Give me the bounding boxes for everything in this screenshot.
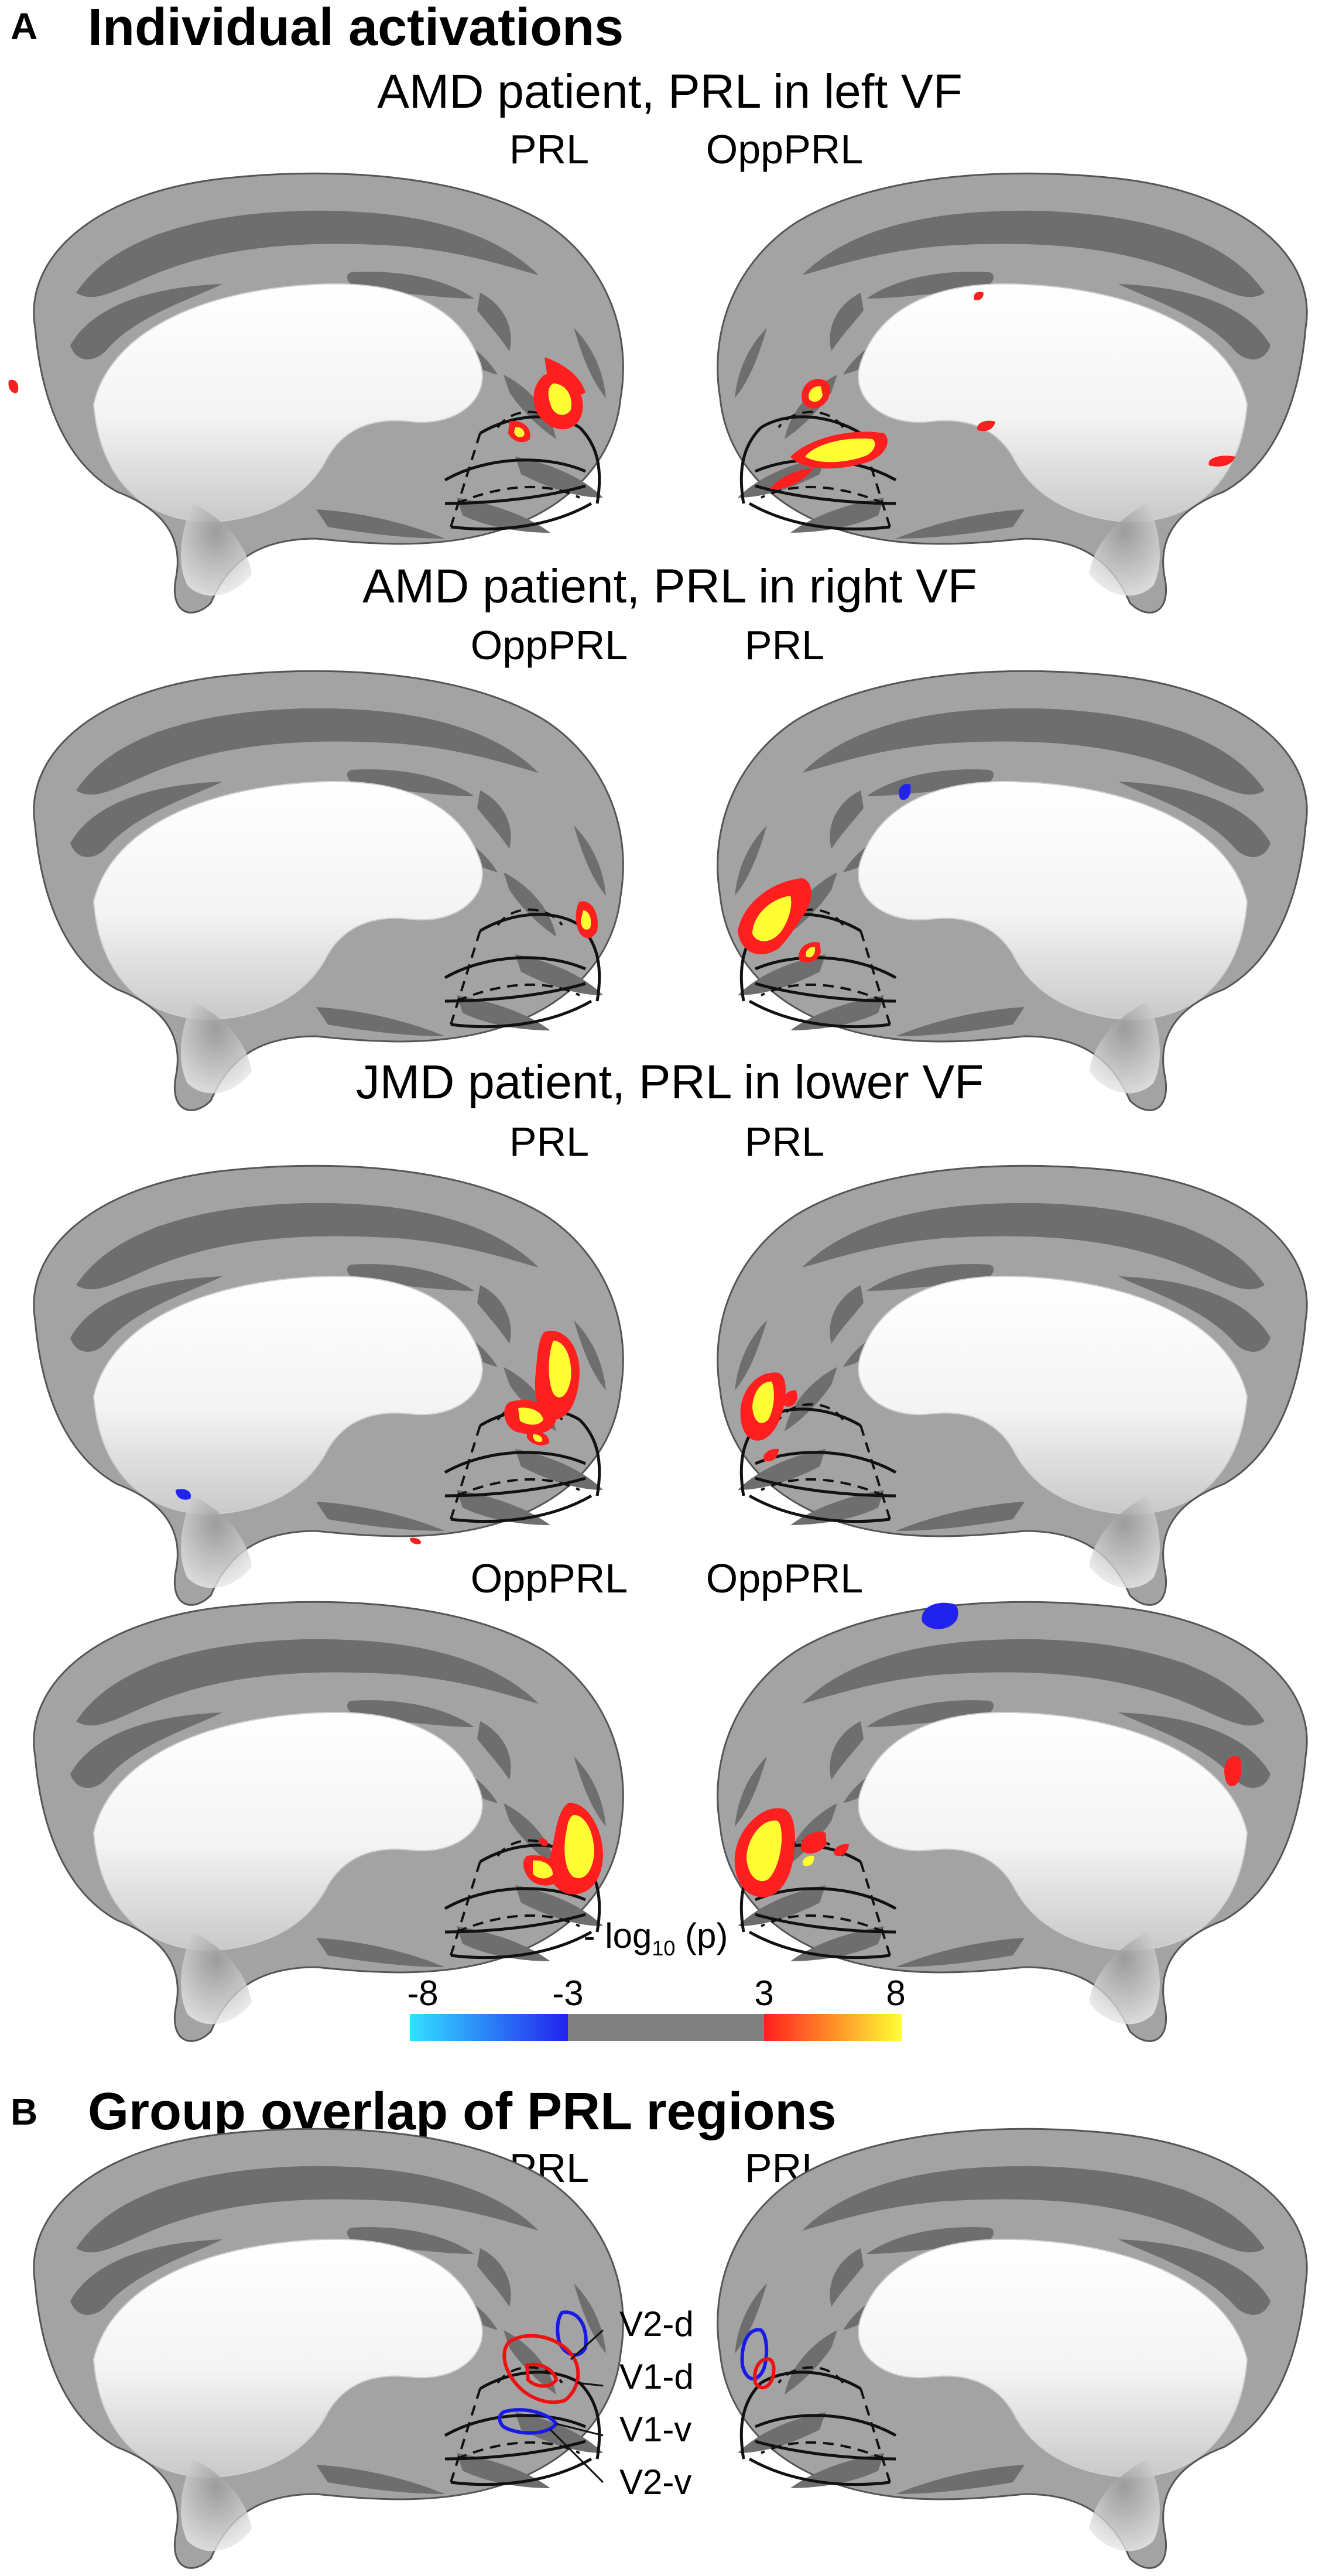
row1-right-brain [717,172,1308,614]
colorbar-neutral-segment [568,2014,764,2041]
panel-a-title: Individual activations [88,0,624,57]
row2-left-brain [33,670,624,1111]
colorbar-tick-neg8: -8 [407,1974,439,2013]
row1-right-activation [770,292,1235,489]
row4-left-brain [33,1601,624,2042]
row4-left-activation [523,1803,603,1895]
panel-b-title: Group overlap of PRL regions [88,2082,837,2141]
row4-right-label: OppPRL [706,1556,864,1601]
colorbar-tick-pos8: 8 [886,1974,906,2013]
panel-b-left-brain [33,2128,624,2569]
row4-left-label: OppPRL [470,1556,628,1601]
roi-label-v1v: V1-v [619,2410,692,2449]
row3-right-activation [740,1372,797,1462]
row4-right-activation [734,1602,1241,1897]
panel-a-letter: A [11,5,38,47]
colorbar-tick-pos3: 3 [754,1974,774,2013]
panel-b-right-brain [717,2128,1308,2569]
row2-right-label: PRL [744,622,825,668]
row3-right-brain [717,1164,1308,1606]
row2-right-brain [717,670,1308,1111]
row2-left-label: OppPRL [470,622,628,668]
row2-left-activation [576,901,598,938]
colorbar [410,2014,902,2041]
row1-title: AMD patient, PRL in left VF [377,65,963,118]
row1-left-brain [8,172,624,614]
panel-b-right-overlap [740,2328,776,2390]
colorbar-negative-segment [410,2014,568,2041]
panel-b-letter: B [11,2091,38,2133]
row1-left-label: PRL [509,126,590,172]
colorbar-positive-segment [764,2014,902,2041]
row3-left-label: PRL [509,1119,590,1164]
roi-label-v2d: V2-d [619,2304,694,2344]
row2-right-activation [738,784,911,963]
row3-left-activation [176,1331,580,1544]
row1-left-activation [8,357,585,443]
row3-title: JMD patient, PRL in lower VF [355,1056,984,1109]
colorbar-tick-neg3: -3 [552,1974,584,2013]
row1-right-label: OppPRL [706,126,864,172]
row3-right-label: PRL [744,1119,825,1164]
colorbar-title: - log10 (p) [583,1916,728,1960]
row4-right-brain [717,1601,1308,2042]
roi-label-v1d: V1-d [619,2357,694,2396]
row3-left-brain [33,1164,624,1606]
panel-b-left-overlap [498,2310,604,2483]
row2-title: AMD patient, PRL in right VF [362,560,977,613]
roi-label-v2v: V2-v [619,2462,692,2502]
